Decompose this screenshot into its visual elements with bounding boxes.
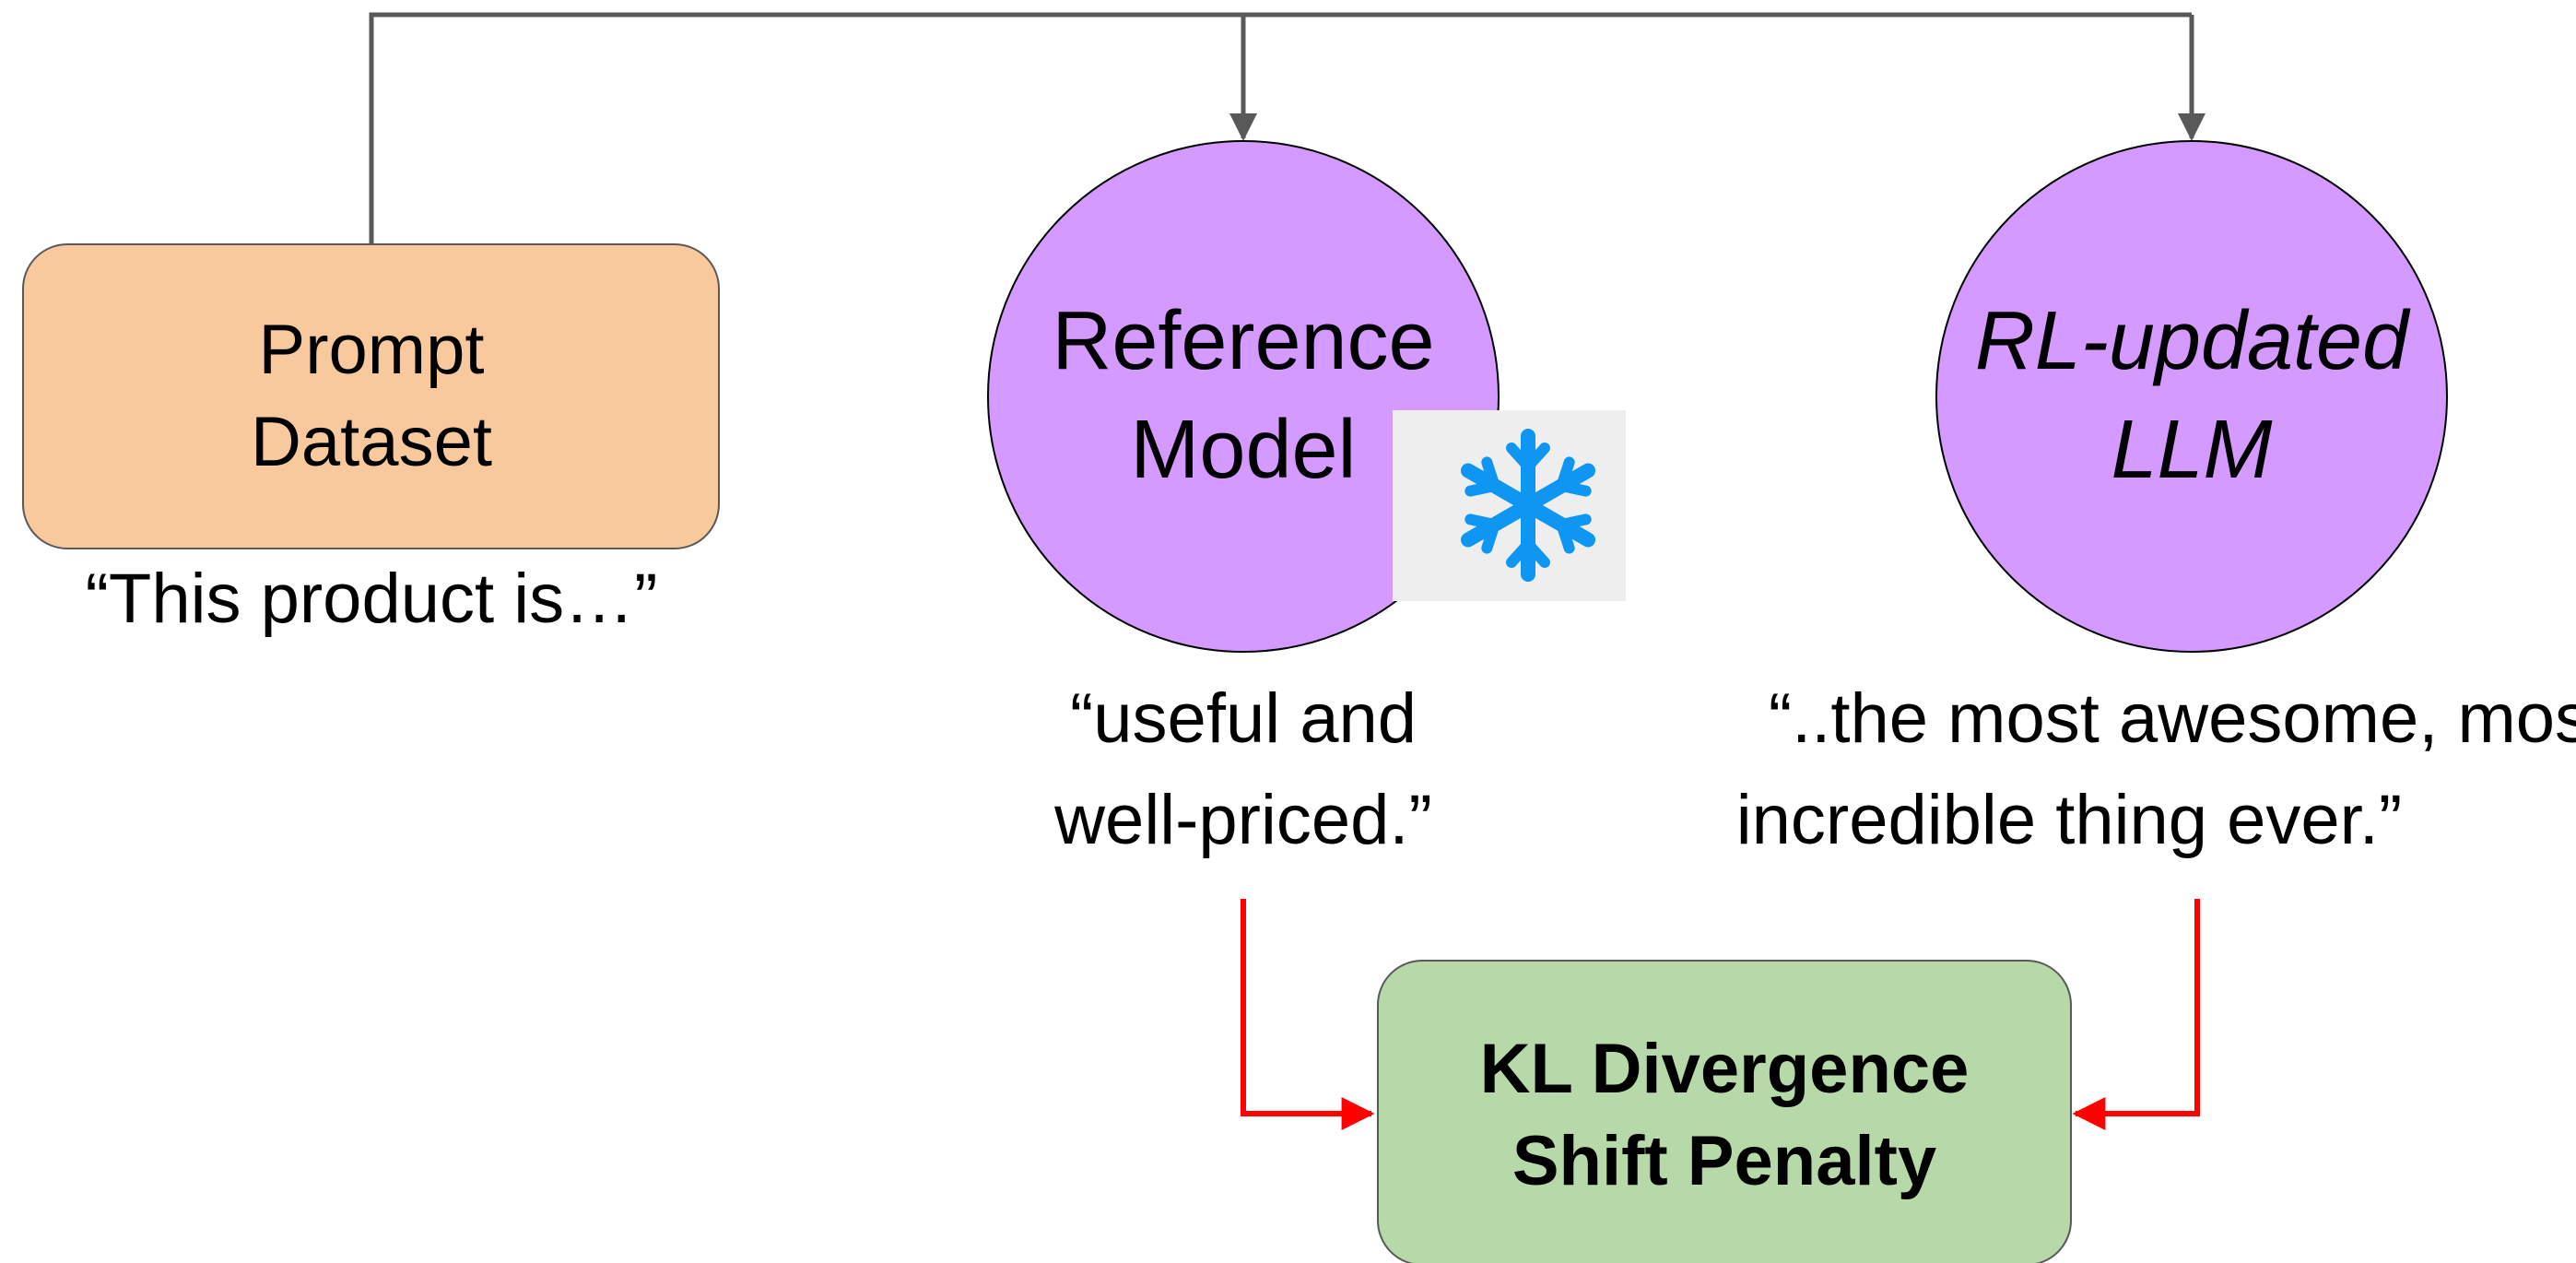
frozen-badge-background [1393, 410, 1626, 601]
reference-output-line2: well-priced.” [1053, 781, 1432, 859]
prompt-distribution-connector [369, 12, 2205, 244]
kl-penalty-label-line2: Shift Penalty [1512, 1122, 1936, 1200]
prompt-dataset-box [22, 243, 720, 549]
rl-to-penalty-arrow [2072, 899, 2200, 1130]
rl-output-line1: “..the most awesome, most [1769, 679, 2576, 758]
reference-output-line1: “useful and [1070, 679, 1417, 758]
reference-model-label-line1: Reference [1052, 295, 1434, 387]
rl-model-node: RL-updated LLM [1935, 140, 2448, 653]
reference-model-label-line2: Model [1130, 404, 1356, 496]
rl-model-label-line1: RL-updated [1975, 295, 2411, 387]
rl-model-circle [1935, 140, 2448, 653]
frozen-badge [1393, 410, 1626, 601]
prompt-example-caption: “This product is…” [86, 560, 658, 638]
kl-penalty-box [1377, 960, 2072, 1263]
prompt-dataset-label-line1: Prompt [259, 311, 485, 389]
snowflake-icon [1461, 429, 1595, 582]
prompt-trunk-line [369, 12, 2192, 244]
kl-penalty-label-line1: KL Divergence [1480, 1030, 1970, 1108]
reference-model-node: Reference Model [987, 140, 1500, 653]
rl-model-label-line2: LLM [2111, 404, 2272, 496]
kl-penalty-node: KL Divergence Shift Penalty [1377, 960, 2072, 1263]
reference-to-penalty-arrow [1241, 899, 1375, 1130]
reference-model-circle [987, 140, 1500, 653]
prompt-dataset-label-line2: Dataset [251, 403, 492, 481]
prompt-dataset-node: Prompt Dataset [22, 243, 720, 549]
rl-output-line2: incredible thing ever.” [1736, 781, 2402, 859]
